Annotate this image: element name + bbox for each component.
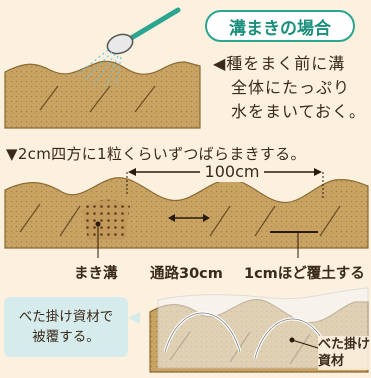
dimension-aisle (168, 214, 210, 222)
callout-line-1: べた掛け資材で (18, 309, 114, 325)
water-spray (77, 49, 122, 87)
row-cover-scene (128, 287, 369, 373)
section-badge: 溝まきの場合 (205, 10, 355, 42)
sowing-instruction: ▼2cm四方に1粒くらいずつばらまきする。 (6, 145, 306, 163)
measure-100cm-label: 100cm (200, 162, 264, 182)
watering-can-icon (106, 7, 181, 55)
material-label-line-2: 資材 (318, 354, 345, 369)
row-cover-callout: べた掛け資材で 被覆する。 (4, 297, 128, 357)
label-aisle: 通路30cm (150, 266, 223, 282)
watering-scene (4, 7, 201, 129)
material-label-line-1: べた掛け (318, 337, 371, 352)
callout-line-2: 被覆する。 (32, 329, 100, 345)
note-line-2: 全体にたっぷり (231, 78, 351, 97)
note-line-1: ◀種をまく前に溝 (213, 54, 346, 73)
soil-ridges-2 (4, 177, 369, 249)
soil-ridges-1 (4, 60, 201, 129)
row-cover-sheet (157, 287, 369, 369)
sowing-furrow-seeds (82, 199, 130, 240)
note-line-3: 水をまいておく。 (231, 102, 367, 121)
furrow-scene (4, 168, 369, 258)
watering-note: ◀種をまく前に溝 全体にたっぷり 水をまいておく。 (213, 52, 371, 124)
label-cover-soil: 1cmほど覆土する (244, 266, 365, 282)
material-label: べた掛け 資材 (318, 336, 371, 370)
label-sowing-furrow: まき溝 (74, 266, 118, 282)
